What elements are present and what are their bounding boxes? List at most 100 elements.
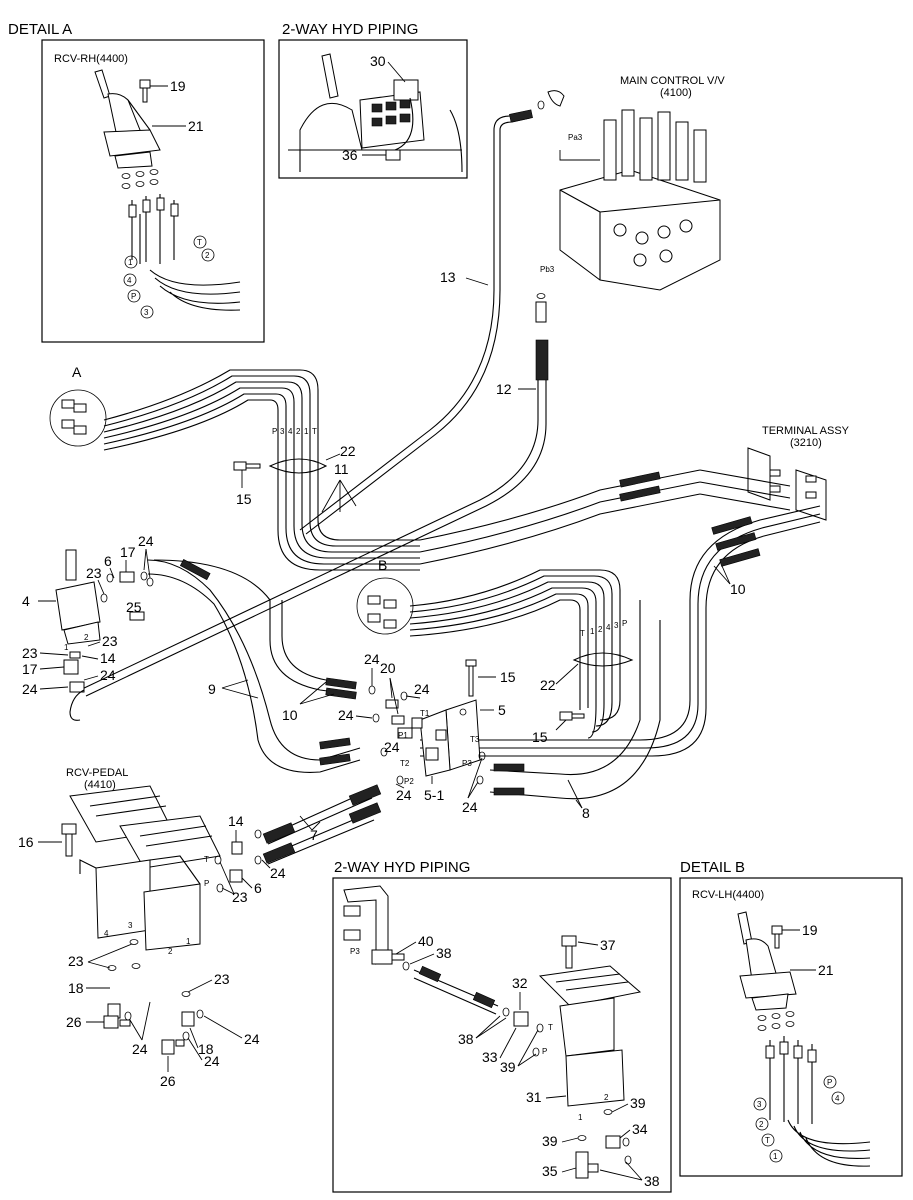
terminal-assy: TERMINAL ASSY (3210)	[699, 425, 850, 521]
callout-30: 30	[370, 53, 386, 69]
pedal-fittings: T P 4 3 2 1	[103, 841, 243, 1055]
callout-38-b: 38	[458, 1031, 474, 1047]
piping-top-panel: 2-WAY HYD PIPING 30 36	[278, 21, 468, 179]
callout-24-a: 24	[138, 533, 154, 549]
rcv-lh-joystick	[737, 911, 797, 1011]
rcv-pedal-label-2: (4410)	[84, 779, 116, 791]
tag-a-3: 3	[280, 427, 285, 436]
callout-16: 16	[18, 834, 34, 850]
tag-a-p: P	[272, 427, 277, 436]
bolt-19-b	[771, 925, 783, 949]
callout-24-m: 24	[204, 1053, 220, 1069]
manifold-block-5: T1 P1 T2 P2 T3 P3	[397, 659, 481, 786]
main-control-valve: MAIN CONTROL V/V (4100) Pa3 Pb3	[535, 75, 725, 323]
rcv-pedal-label-1: RCV-PEDAL	[66, 767, 128, 779]
pedal-port-t: T	[204, 855, 209, 864]
pedal-port-p: P	[204, 879, 209, 888]
callout-24-d: 24	[364, 651, 380, 667]
callout-36: 36	[342, 147, 358, 163]
callout-23-b: 23	[102, 633, 118, 649]
callout-37: 37	[600, 937, 616, 953]
callout-39-a: 39	[500, 1059, 516, 1075]
valve4-port-2: 2	[84, 633, 89, 642]
callout-24-k: 24	[132, 1041, 148, 1057]
clamp-22-b	[572, 652, 634, 667]
tag-a-2: 2	[296, 427, 301, 436]
terminal-label-2: (3210)	[790, 437, 822, 449]
callout-21-b: 21	[818, 962, 834, 978]
tag-b-2: 2	[598, 625, 603, 634]
detail-b-fittings	[757, 1011, 871, 1167]
hose-group-b: B T 1 2 4 3 P	[356, 557, 634, 739]
callout-8: 8	[582, 805, 590, 821]
callout-24-j: 24	[270, 865, 286, 881]
bolt-15-a	[233, 461, 261, 471]
callout-24-b: 24	[100, 667, 116, 683]
bolt-15-c	[559, 711, 585, 721]
callout-33: 33	[482, 1049, 498, 1065]
callout-5-1: 5-1	[424, 787, 444, 803]
rcv-pedal: RCV-PEDAL (4410)	[66, 767, 221, 951]
callout-22-a: 22	[340, 443, 356, 459]
port-4-b: 4	[835, 1094, 840, 1103]
bolt-15-b	[465, 659, 477, 697]
callout-12: 12	[496, 381, 512, 397]
callout-4: 4	[22, 593, 30, 609]
mcv-label-2: (4100)	[660, 87, 692, 99]
callout-20: 20	[380, 660, 396, 676]
port-pb3: Pb3	[540, 265, 555, 274]
port-p-b: P	[827, 1078, 832, 1087]
detail-a-circle	[49, 389, 107, 447]
port-p3-bottom: P3	[350, 947, 360, 956]
callout-21-a: 21	[188, 118, 204, 134]
port-t-bottom: T	[548, 1023, 553, 1032]
clamp-22-a	[268, 458, 328, 474]
piping-port-1: 1	[578, 1113, 583, 1122]
hose-13	[299, 130, 495, 531]
port-t-b: T	[765, 1136, 770, 1145]
bolt-19-a	[139, 79, 151, 103]
mcv-label-1: MAIN CONTROL V/V	[620, 75, 725, 87]
port-t-a: T	[197, 238, 202, 247]
hose-12	[79, 340, 539, 691]
port-p3: P3	[462, 759, 472, 768]
port-pa3: Pa3	[568, 133, 583, 142]
port-4-a: 4	[127, 276, 132, 285]
pedal-port-3: 3	[128, 921, 133, 930]
manifold-fittings	[368, 685, 486, 785]
port-2-a: 2	[205, 251, 210, 260]
detail-b-frame	[679, 877, 903, 1177]
callout-13: 13	[440, 269, 456, 285]
tag-b-p: P	[622, 619, 627, 628]
callout-14-a: 14	[100, 650, 116, 666]
letter-a: A	[72, 364, 82, 380]
tag-b-4: 4	[606, 623, 611, 632]
piping-bottom-title: 2-WAY HYD PIPING	[334, 859, 470, 876]
callout-38-a: 38	[436, 945, 452, 961]
callout-32: 32	[512, 975, 528, 991]
hose-10-right	[420, 505, 821, 741]
callout-19-a: 19	[170, 78, 186, 94]
callout-9: 9	[208, 681, 216, 697]
callout-15-c: 15	[532, 729, 548, 745]
callout-10-b: 10	[282, 707, 298, 723]
callout-40: 40	[418, 933, 434, 949]
hose-9	[147, 559, 361, 761]
callout-24-f: 24	[338, 707, 354, 723]
callout-17-b: 17	[22, 661, 38, 677]
port-t2: T2	[400, 759, 410, 768]
detail-a-fittings	[121, 169, 241, 311]
callout-6-a: 6	[104, 553, 112, 569]
callout-35: 35	[542, 1163, 558, 1179]
callout-23-c: 23	[22, 645, 38, 661]
callout-18-a: 18	[68, 980, 84, 996]
piping-port-2: 2	[604, 1093, 609, 1102]
port-3-a: 3	[144, 308, 149, 317]
callout-22-b: 22	[540, 677, 556, 693]
callout-26-b: 26	[160, 1073, 176, 1089]
callout-34: 34	[632, 1121, 648, 1137]
tag-b-1: 1	[590, 627, 595, 636]
piping-bottom-panel: 2-WAY HYD PIPING P3 T P 1 2	[332, 859, 672, 1193]
port-p1: P1	[398, 731, 408, 740]
port-p-a: P	[131, 292, 136, 301]
